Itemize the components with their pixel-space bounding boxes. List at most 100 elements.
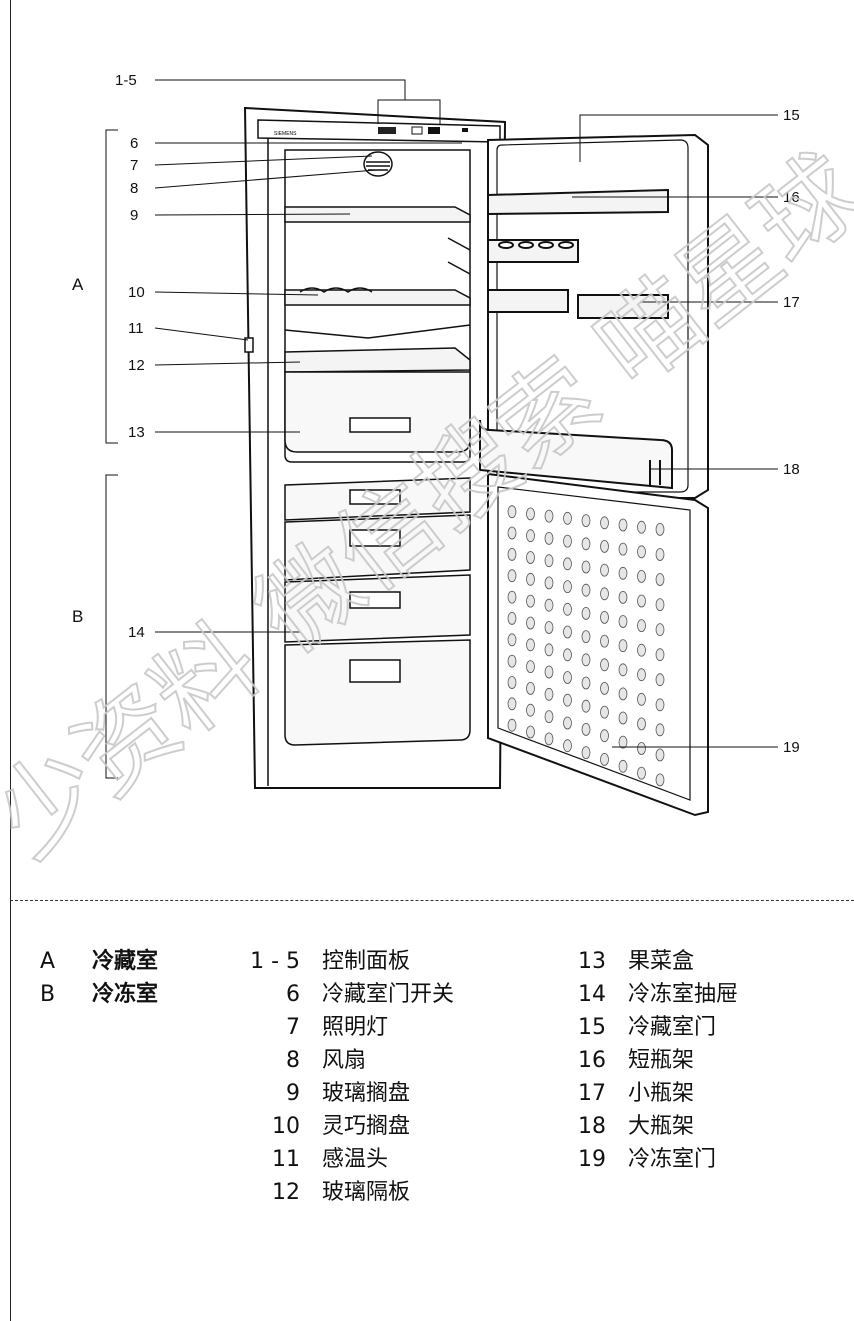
door-dimple — [526, 551, 535, 564]
door-dimple — [637, 643, 646, 657]
door-dimple — [600, 658, 609, 672]
callout-lines — [105, 79, 778, 779]
part-name: 短瓶架 — [628, 1048, 695, 1073]
door-dimple — [544, 643, 554, 657]
part-number: 6 — [286, 982, 300, 1007]
door-dimple — [581, 630, 591, 643]
door-dimple — [507, 526, 517, 540]
callout-7: 7 — [130, 157, 138, 174]
zone-row-a: A 冷藏室 — [40, 945, 158, 978]
part-name: 小瓶架 — [628, 1081, 695, 1106]
door-dimple — [618, 591, 628, 604]
zone-name: 冷冻室 — [92, 982, 159, 1007]
part-name: 玻璃隔板 — [322, 1180, 411, 1205]
refrigerator-diagram: SIEMENS — [0, 72, 854, 880]
door-dimple — [563, 625, 572, 639]
door-dimple — [655, 673, 665, 687]
part-number: 9 — [286, 1081, 300, 1106]
callout-9: 9 — [130, 207, 138, 224]
door-dimple — [637, 570, 646, 583]
callout-17: 17 — [783, 294, 800, 311]
zone-letter: B — [40, 982, 56, 1007]
door-dimple — [600, 753, 609, 766]
door-dimple — [507, 612, 517, 625]
door-dimple — [507, 569, 517, 583]
door-dimple — [600, 563, 609, 577]
part-name: 冷藏室门开关 — [322, 982, 455, 1007]
part-number: 12 — [272, 1180, 300, 1205]
zone-letter: A — [40, 949, 56, 974]
door-dimple — [507, 505, 517, 519]
door-dimple — [526, 507, 535, 521]
callout-1-5: 1-5 — [115, 72, 137, 89]
door-dimple — [544, 665, 554, 679]
part-number: 1 - 5 — [250, 949, 300, 974]
door-dimple — [618, 639, 628, 652]
door-dimple — [618, 735, 628, 749]
part-name: 控制面板 — [322, 949, 411, 974]
door-dimple — [600, 516, 609, 530]
dashed-cut-line — [10, 900, 854, 901]
door-dimple — [637, 668, 646, 682]
door-dimple — [563, 534, 572, 548]
door-dimple — [618, 663, 628, 677]
part-name: 玻璃搁盘 — [322, 1081, 411, 1106]
door-dimple — [618, 759, 628, 773]
door-dimple — [655, 623, 665, 636]
door-dimple — [618, 518, 628, 532]
page-border-line — [10, 0, 11, 1321]
door-dimple — [618, 711, 628, 725]
legend-item: 17 小瓶架 — [540, 1077, 738, 1110]
door-dimple — [655, 573, 665, 586]
part-name: 照明灯 — [322, 1015, 389, 1040]
callout-16: 16 — [783, 189, 800, 206]
door-dimple — [655, 773, 665, 787]
part-number: 17 — [578, 1081, 606, 1106]
callout-18: 18 — [783, 461, 800, 478]
door-dimple — [563, 671, 572, 684]
callout-6: 6 — [130, 135, 138, 152]
door-dimple — [637, 766, 646, 780]
door-dimple — [507, 633, 517, 647]
door-dimple — [526, 660, 535, 673]
door-dimple — [600, 634, 609, 648]
legend-item: 12 玻璃隔板 — [228, 1176, 454, 1209]
door-dimple — [655, 748, 665, 762]
part-name: 风扇 — [322, 1048, 367, 1073]
door-dimple — [507, 654, 517, 668]
part-number: 14 — [578, 982, 606, 1007]
door-dimple — [544, 509, 554, 523]
door-dimple — [600, 540, 609, 553]
door-dimple — [507, 718, 517, 732]
legend-item: 1 - 5 控制面板 — [228, 945, 454, 978]
door-dimple — [618, 566, 628, 580]
callout-10: 10 — [128, 284, 145, 301]
zone-name: 冷藏室 — [92, 949, 159, 974]
callout-19: 19 — [783, 739, 800, 756]
door-dimple — [507, 590, 517, 604]
door-dimple — [581, 653, 591, 667]
door-dimple — [637, 619, 646, 632]
door-dimple — [581, 723, 591, 736]
door-dimple — [637, 742, 646, 755]
zone-row-b: B 冷冻室 — [40, 978, 158, 1011]
callout-12: 12 — [128, 357, 145, 374]
part-name: 感温头 — [322, 1147, 389, 1172]
door-dimple — [526, 594, 535, 608]
door-dimple — [655, 523, 665, 536]
door-dimple — [544, 532, 554, 545]
door-dimple — [526, 703, 535, 717]
temperature-sensor — [244, 337, 254, 353]
door-dimple — [600, 587, 609, 601]
part-number: 19 — [578, 1147, 606, 1172]
door-dimple — [544, 621, 554, 634]
door-dimple — [544, 554, 554, 568]
door-dimple — [563, 557, 572, 571]
door-dimple — [544, 687, 554, 701]
door-dimple — [526, 572, 535, 586]
door-dimple — [563, 580, 572, 593]
